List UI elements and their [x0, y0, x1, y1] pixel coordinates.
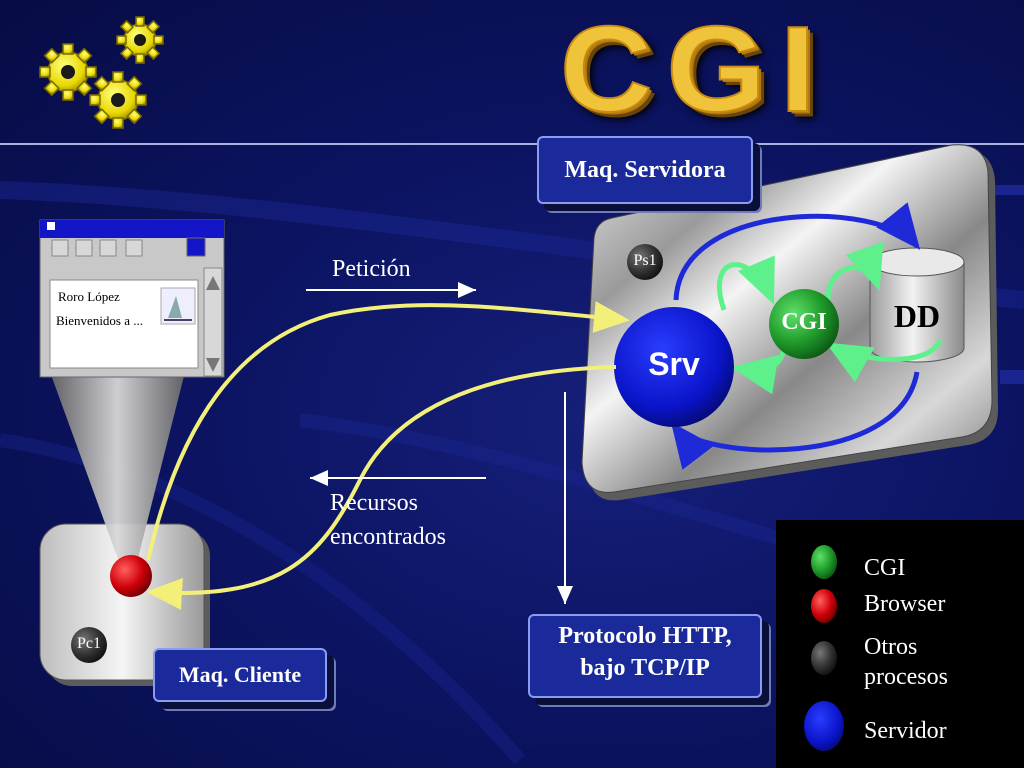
legend-label-otros: Otros procesos	[864, 634, 948, 690]
srv-node-label: Srv	[648, 346, 700, 382]
database-cylinder	[869, 247, 965, 363]
server-machine-label: Maq. Servidora	[537, 136, 753, 204]
browser-line-2: Bienvenidos a ...	[56, 313, 144, 328]
protocol-label: Protocolo HTTP, bajo TCP/IP	[528, 614, 762, 698]
legend-swatch-servidor	[804, 701, 844, 751]
legend-label-servidor: Servidor	[864, 718, 947, 744]
browser-window	[39, 219, 225, 378]
client-machine-label: Maq. Cliente	[153, 648, 327, 702]
resources-line-1: Recursos	[330, 490, 418, 516]
protocol-line-1: Protocolo HTTP,	[558, 623, 732, 649]
resources-line-2: encontrados	[330, 524, 446, 550]
resources-label: Recursos encontrados	[330, 486, 446, 554]
legend-swatches	[804, 545, 844, 751]
legend-swatch-cgi	[811, 545, 837, 579]
legend-label-cgi: CGI	[864, 555, 906, 581]
legend-swatch-otros	[811, 641, 837, 675]
request-label: Petición	[332, 256, 411, 282]
page-title: CGI	[559, 1, 830, 138]
protocol-line-2: bajo TCP/IP	[580, 655, 710, 681]
cgi-node-label: CGI	[781, 309, 827, 335]
title-divider	[0, 143, 1024, 145]
client-process-label: Pc1	[77, 635, 101, 652]
database-label: DD	[893, 298, 941, 334]
gears-icon	[39, 16, 164, 129]
browser-line-1: Roro López	[58, 289, 120, 304]
legend-swatch-browser	[811, 589, 837, 623]
server-process-label: Ps1	[633, 252, 657, 269]
legend-label-browser: Browser	[864, 591, 946, 617]
